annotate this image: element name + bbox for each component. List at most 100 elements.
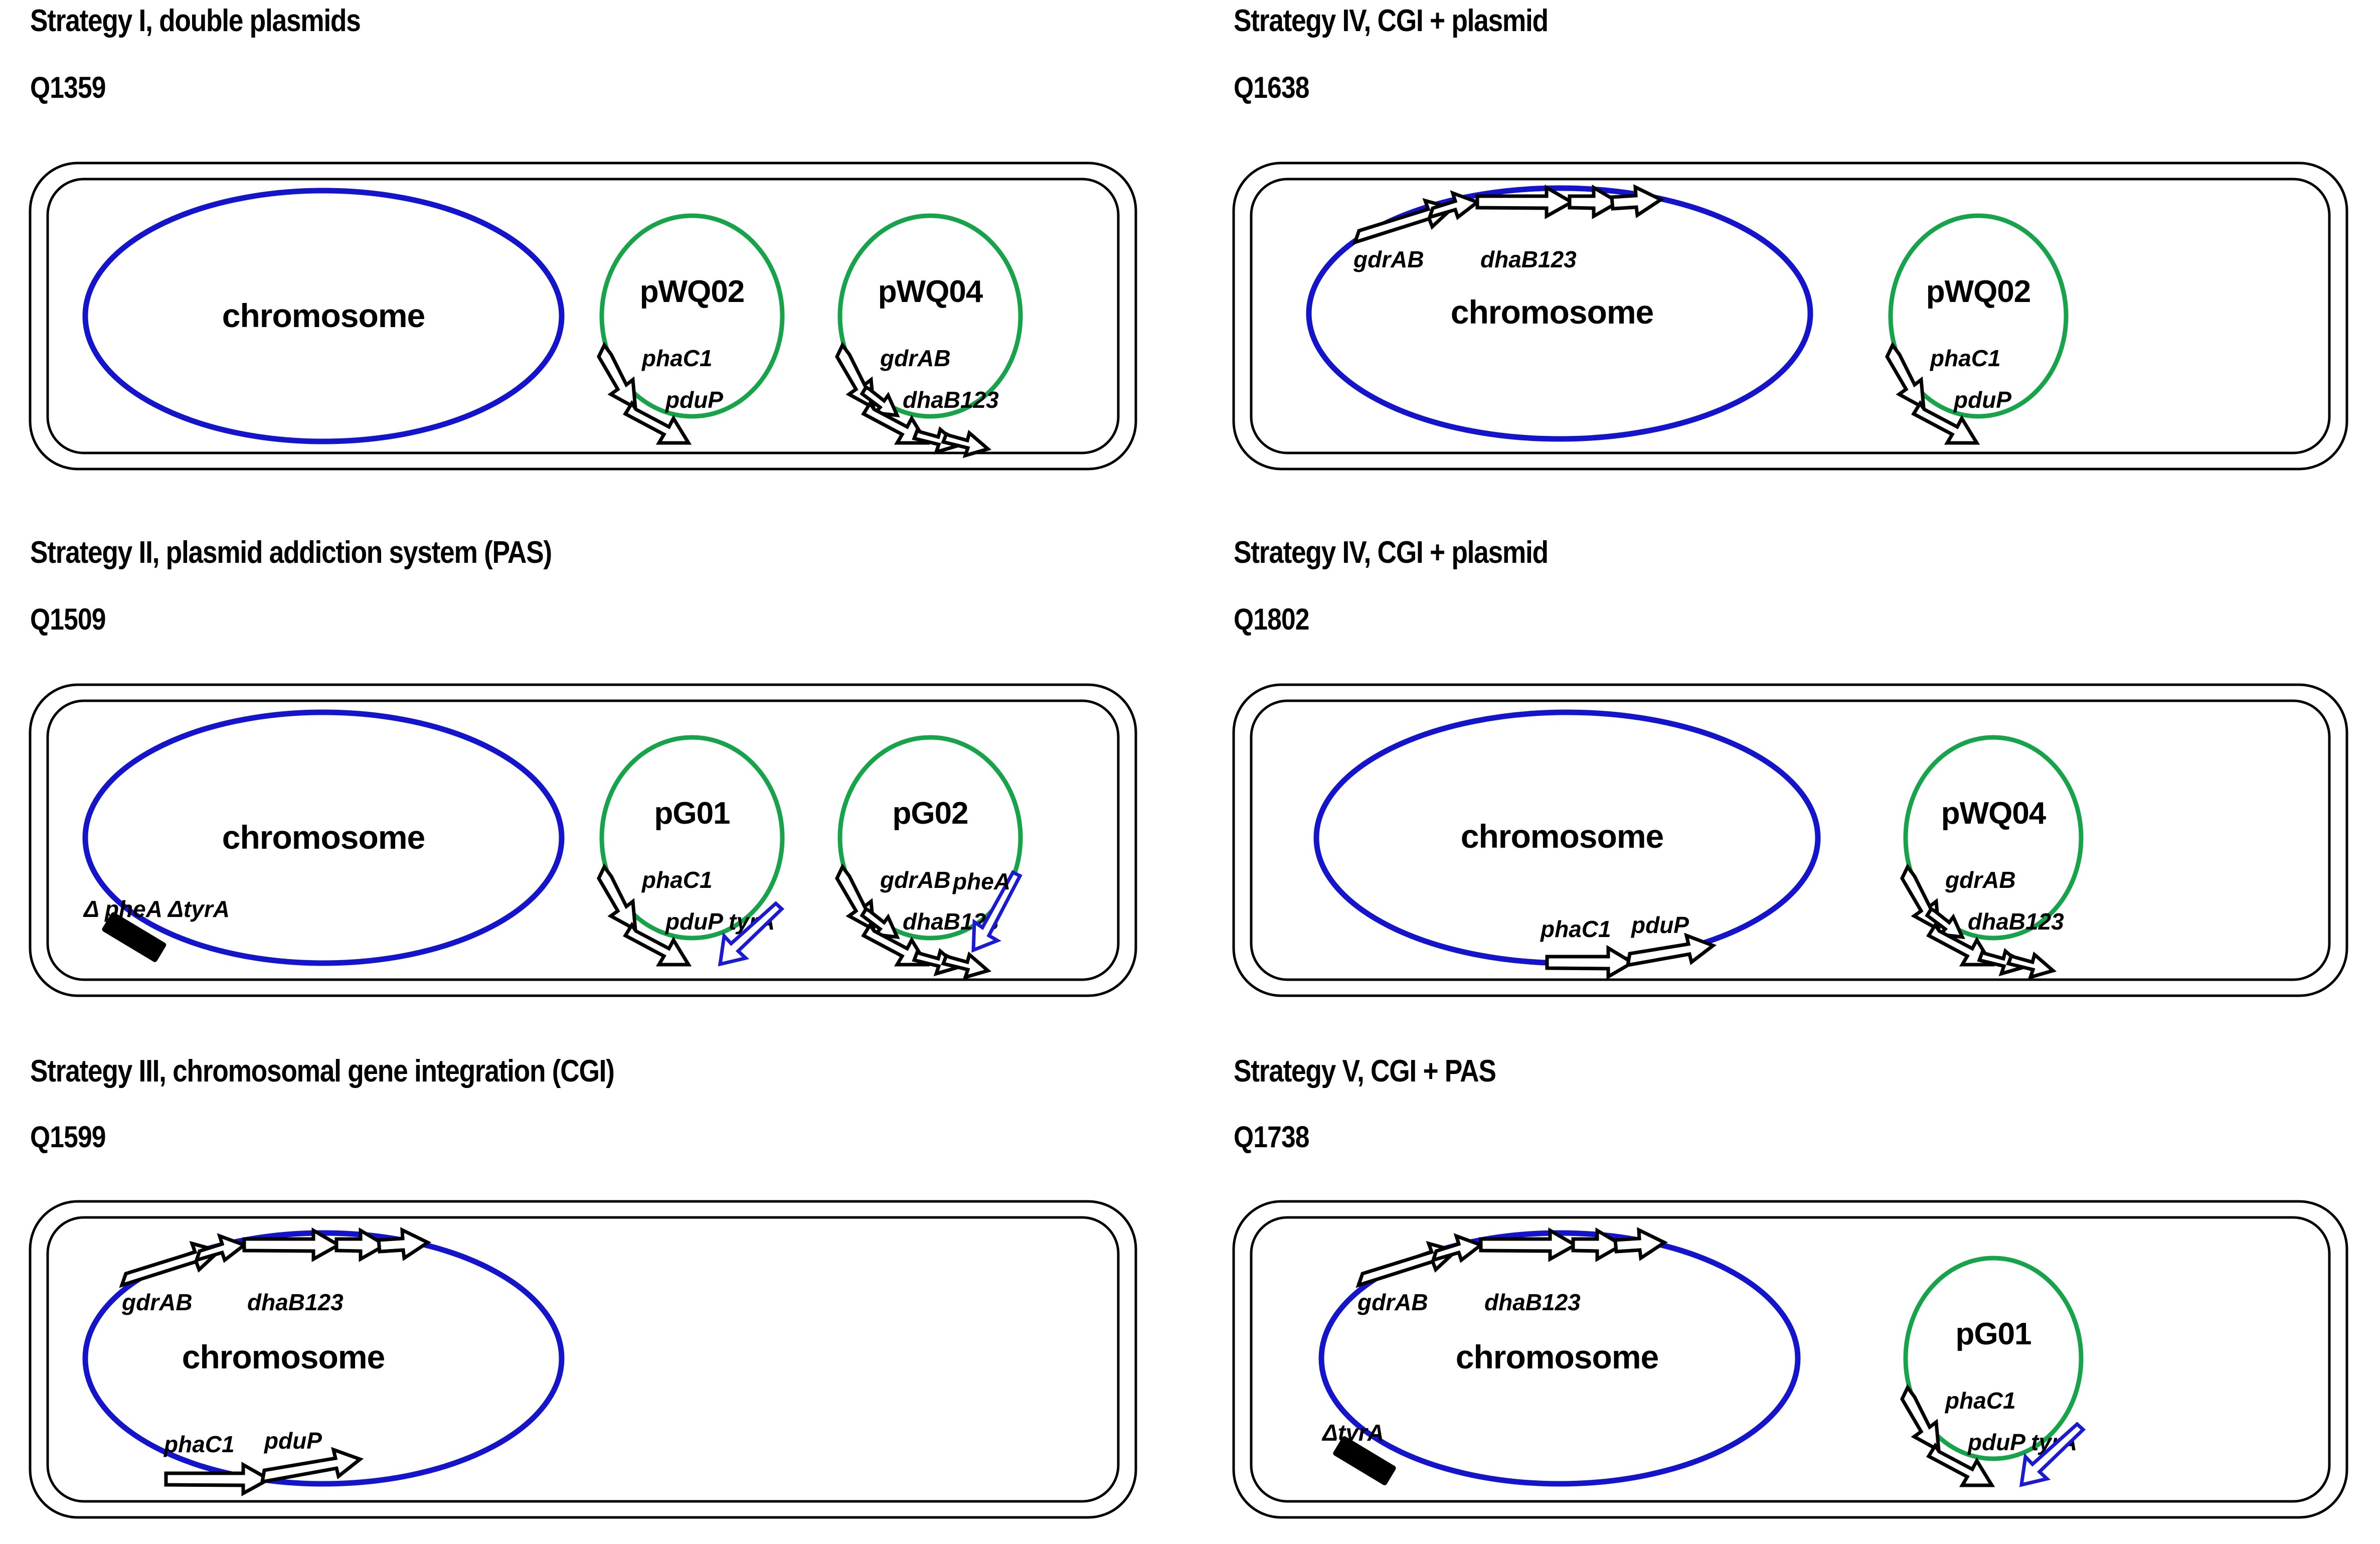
plasmid-circle-pg01 [599,735,785,941]
deletion-label-tyrA: ΔtyrA [1321,1420,1384,1446]
gene-arrow-pdup [1625,933,1717,968]
gene-label-gdrab: gdrAB [121,1289,193,1315]
gene-arrow-phea [971,870,1023,953]
chromosome-label: chromosome [1456,1338,1658,1375]
gene-label-gdrab: gdrAB [1945,867,2016,893]
panel-title: Strategy IV, CGI + plasmid [1234,535,1549,570]
panel-cell-4: chromosome gdrAB dhaB123 pWQ02 phaC1 pdu… [1231,161,2349,472]
gene-arrow-dhab123 [1479,1227,1579,1262]
cell-diagram-1: chromosome pWQ02 phaC1 pduP pWQ04 gdrAB … [29,162,1137,471]
gene-arrow-tyra [2019,1422,2086,1487]
cell-wall-inner [1250,699,2331,981]
gene-arrow-gdrab [1355,1241,1459,1288]
gene-arrow-pdup [260,1447,364,1484]
cell-wall-outer [1232,162,2348,471]
cell-wall-inner [1250,178,2331,454]
plasmid-circle-pwq04 [837,213,1023,419]
plasmid-name-pwq04: pWQ04 [1941,796,2047,831]
gene-arrow-pdup [1911,400,1980,445]
gene-label-pdup: pduP [1953,387,2011,413]
panel-strain-1: Q1359 [30,70,118,105]
panel-title: Strategy IV, CGI + plasmid [1234,4,1549,38]
panel-cell-1: chromosome pWQ02 phaC1 pduP pWQ04 gdrAB … [28,161,1138,472]
chromosome-circle [82,709,565,966]
gene-label-gdrab: gdrAB [1353,246,1424,272]
gene-label-phac1: phaC1 [1944,1387,2016,1414]
chromosome-circle [1306,185,1813,442]
gene-label-gdrab: gdrAB [880,345,951,371]
plasmid-circle-pg01 [1903,1256,2084,1461]
gene-label-pdup: pduP [664,387,723,413]
gene-label-phac1: phaC1 [641,867,713,893]
gene-arrow-dhab123-3 [1613,1227,1668,1262]
gene-arrow-dhab123-2 [1571,1227,1625,1263]
plasmid-name-pg01: pG01 [1955,1317,2031,1351]
cell-diagram-2: chromosome Δ pheA ΔtyrA pG01 phaC1 pduP … [29,683,1137,997]
gene-arrow-phac1 [1900,1384,1941,1454]
panel-strategy-2: Strategy II, plasmid addiction system (P… [30,535,636,570]
strain-label: Q1509 [30,602,106,636]
cell-diagram-6: chromosome gdrAB dhaB123 ΔtyrA pG01 phaC… [1232,1200,2348,1519]
cell-wall-inner [1250,1216,2331,1503]
cell-diagram-4: chromosome gdrAB dhaB123 pWQ02 phaC1 pdu… [1232,162,2348,471]
panel-strategy-3: Strategy III, chromosomal gene integrati… [30,1053,709,1089]
gene-arrow-phac1 [597,863,638,933]
panel-cell-3: chromosome gdrAB dhaB123 phaC1 pduP [28,1199,1138,1520]
gene-arrow-dhab123-3 [941,429,992,458]
gene-label-phac1: phaC1 [1540,916,1611,942]
deletion-block-tyrA [1333,1436,1396,1485]
panel-strategy-1: Strategy I, double plasmids [30,3,414,39]
cell-diagram-5: chromosome phaC1 pduP pWQ04 gdrAB dhaB12… [1232,683,2348,997]
cell-wall-inner [46,178,1120,454]
gene-arrow-gdrab-2 [1427,190,1481,220]
chromosome-circle [82,1230,565,1487]
gene-arrow-phac1 [1545,945,1636,980]
chromosome-label: chromosome [1461,818,1663,855]
panel-strain-5: Q1802 [1234,602,1321,637]
panel-strain-3: Q1599 [30,1120,118,1154]
panel-strain-6: Q1738 [1234,1120,1321,1154]
chromosome-label: chromosome [182,1338,385,1375]
gene-arrow-dhab123-2 [334,1227,389,1263]
panel-title: Strategy I, double plasmids [30,4,361,38]
gene-arrow-dhab123-2 [1568,184,1622,220]
chromosome-circle [1318,1230,1801,1487]
plasmid-name-pwq02: pWQ02 [1926,274,2031,309]
panel-cell-5: chromosome phaC1 pduP pWQ04 gdrAB dhaB12… [1231,682,2349,998]
gene-arrow-gdrab-2 [1925,906,1965,940]
gene-arrow-gdrab [119,1241,223,1288]
gene-arrow-pdup [623,921,692,967]
chromosome-label: chromosome [222,297,425,334]
strain-label: Q1802 [1234,602,1309,636]
cell-wall-inner [46,1216,1120,1503]
gene-arrow-pdup [1926,1442,1995,1487]
gene-arrow-gdrab-2 [860,385,900,418]
gene-label-dhab123: dhaB123 [1480,246,1577,272]
gene-label-phac1: phaC1 [163,1431,235,1457]
panel-cell-2: chromosome Δ pheA ΔtyrA pG01 phaC1 pduP … [28,682,1138,998]
chromosome-label: chromosome [222,819,425,856]
gene-label-phac1: phaC1 [641,345,713,371]
plasmid-name-pg02: pG02 [892,796,968,831]
cell-wall-inner [46,699,1120,981]
cell-diagram-3: chromosome gdrAB dhaB123 phaC1 pduP [29,1200,1137,1519]
gene-arrow-tyra [718,901,785,967]
panel-title: Strategy II, plasmid addiction system (P… [30,535,552,570]
gene-arrow-dhab123-3 [941,951,992,980]
strain-label: Q1599 [30,1120,106,1154]
panel-title: Strategy III, chromosomal gene integrati… [30,1054,615,1089]
gene-arrow-gdrab-2 [194,1233,248,1263]
gene-label-gdrab: gdrAB [880,867,951,893]
chromosome-label: chromosome [1451,293,1653,331]
plasmid-name-pg01: pG01 [654,796,730,831]
gene-label-phea: pheA [952,868,1010,894]
gene-arrow-dhab123-3 [377,1227,432,1262]
cell-wall-outer [1232,683,2348,997]
cell-wall-outer [29,162,1137,471]
panel-strategy-6: Strategy V, CGI + PAS [1234,1053,1539,1089]
gene-arrow-dhab123 [242,1227,343,1262]
gene-arrow-pdup [623,400,692,445]
gene-label-dhab123: dhaB123 [1968,908,2064,935]
panel-strain-2: Q1509 [30,602,118,637]
